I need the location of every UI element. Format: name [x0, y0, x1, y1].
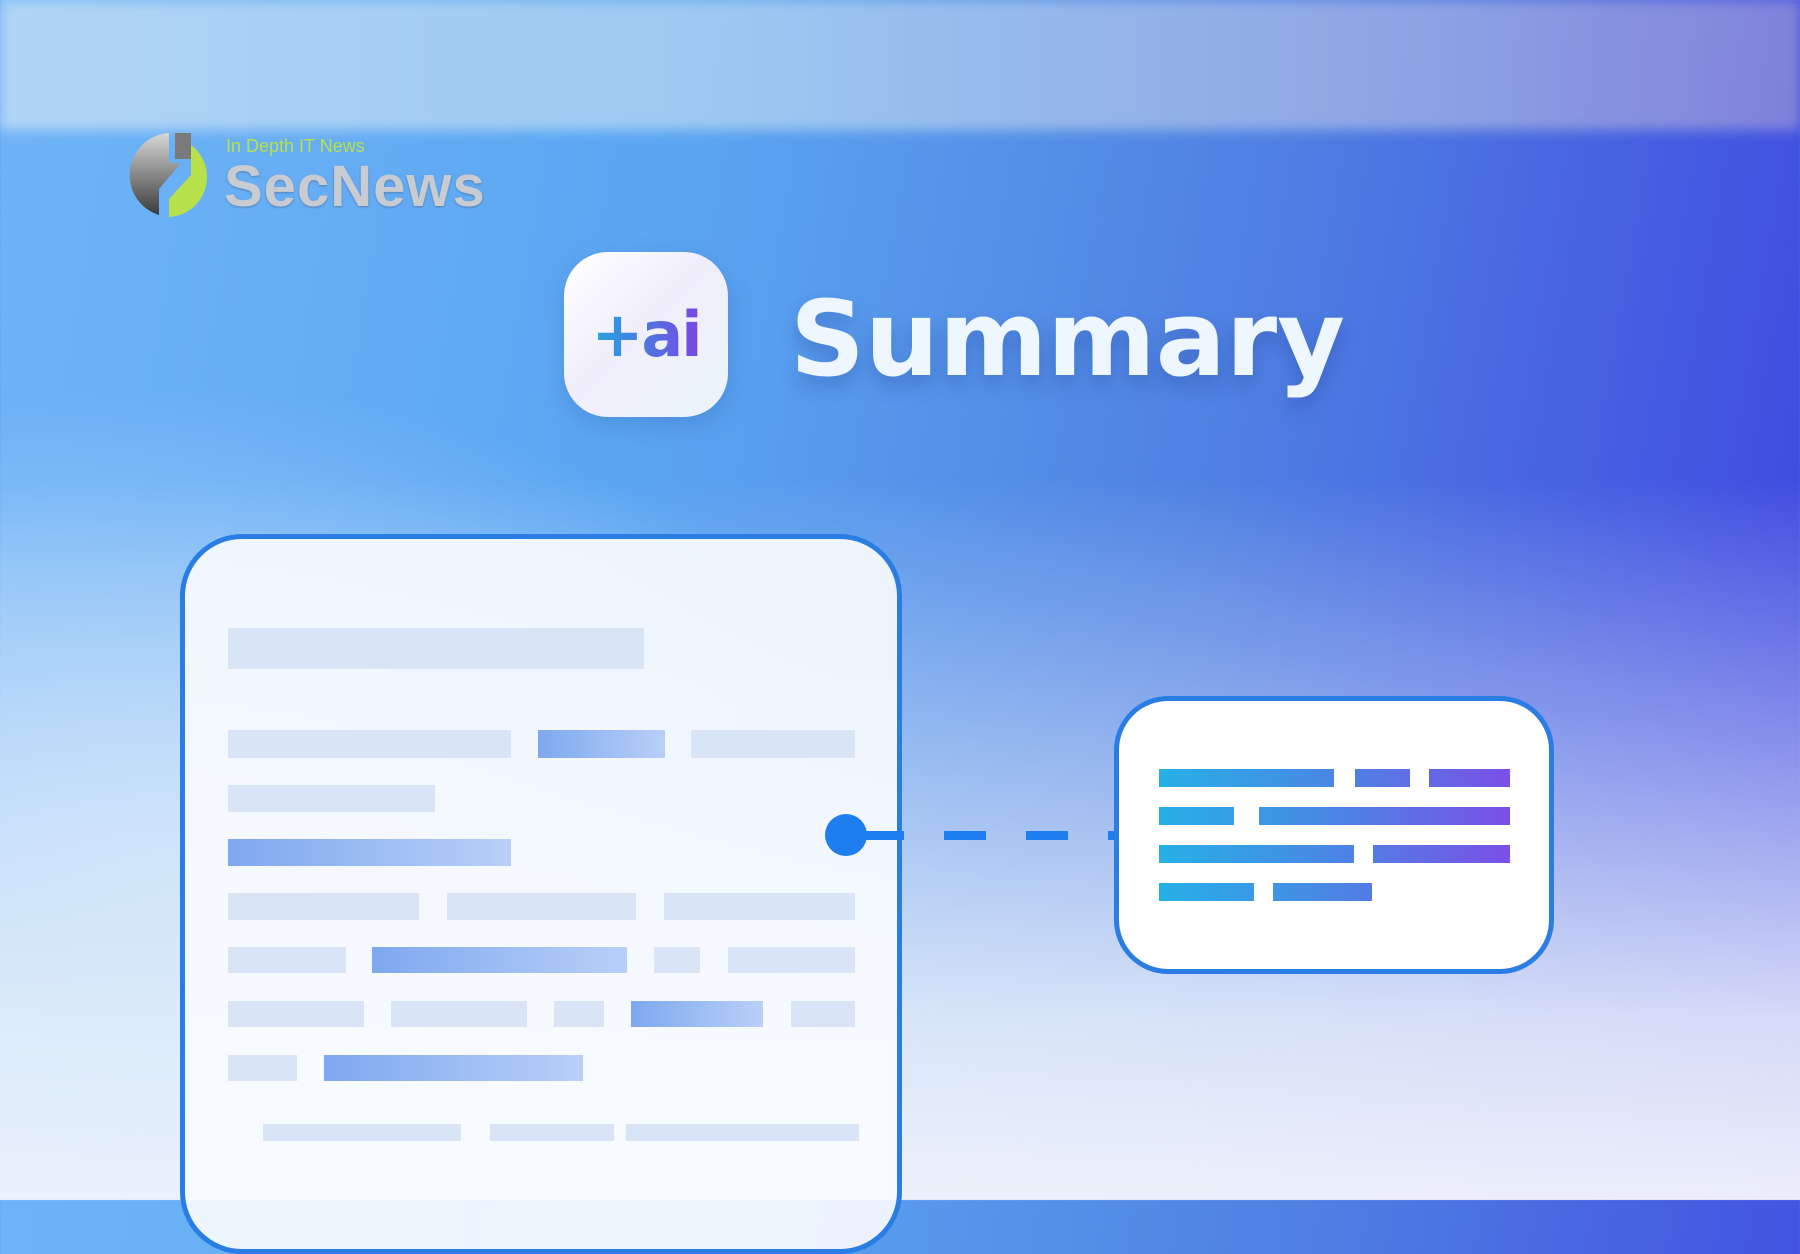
top-band: [0, 0, 1800, 130]
secnews-logo-mark-icon: [129, 133, 208, 217]
text-line: [263, 1124, 461, 1141]
text-line: [626, 1124, 859, 1141]
highlighted-line: [538, 730, 665, 758]
summary-line: [1159, 883, 1254, 901]
text-line: [228, 947, 346, 973]
text-line: [228, 893, 419, 920]
highlighted-line: [372, 947, 627, 973]
text-line: [691, 730, 855, 758]
text-line: [228, 1055, 297, 1081]
highlighted-line: [324, 1055, 583, 1081]
text-line: [228, 628, 644, 669]
highlighted-line: [631, 1001, 763, 1027]
connector-dashed-line: [862, 831, 1114, 840]
text-line: [228, 785, 435, 812]
text-line: [728, 947, 855, 973]
text-line: [664, 893, 855, 920]
summary-line: [1159, 769, 1334, 787]
page-title: Summary: [790, 278, 1345, 400]
text-line: [228, 730, 511, 758]
connector-dot: [825, 814, 867, 856]
text-line: [654, 947, 700, 973]
text-line: [391, 1001, 527, 1027]
text-line: [228, 1001, 364, 1027]
text-line: [554, 1001, 604, 1027]
summary-card: [1114, 696, 1554, 974]
text-line: [490, 1124, 614, 1141]
summary-line: [1373, 845, 1510, 863]
summary-line: [1159, 807, 1234, 825]
summary-line: [1273, 883, 1372, 901]
text-line: [791, 1001, 855, 1027]
summary-line: [1159, 845, 1354, 863]
summary-line: [1355, 769, 1410, 787]
summary-line: [1259, 807, 1510, 825]
text-line: [447, 893, 636, 920]
logo-tagline: In Depth IT News: [226, 136, 365, 156]
summary-line: [1429, 769, 1510, 787]
secnews-logo: In Depth IT News SecNews: [129, 129, 499, 221]
ai-icon-label: +ai: [591, 298, 702, 371]
ai-app-icon: +ai: [564, 252, 728, 417]
highlighted-line: [228, 839, 511, 866]
logo-name: SecNews: [224, 154, 486, 219]
